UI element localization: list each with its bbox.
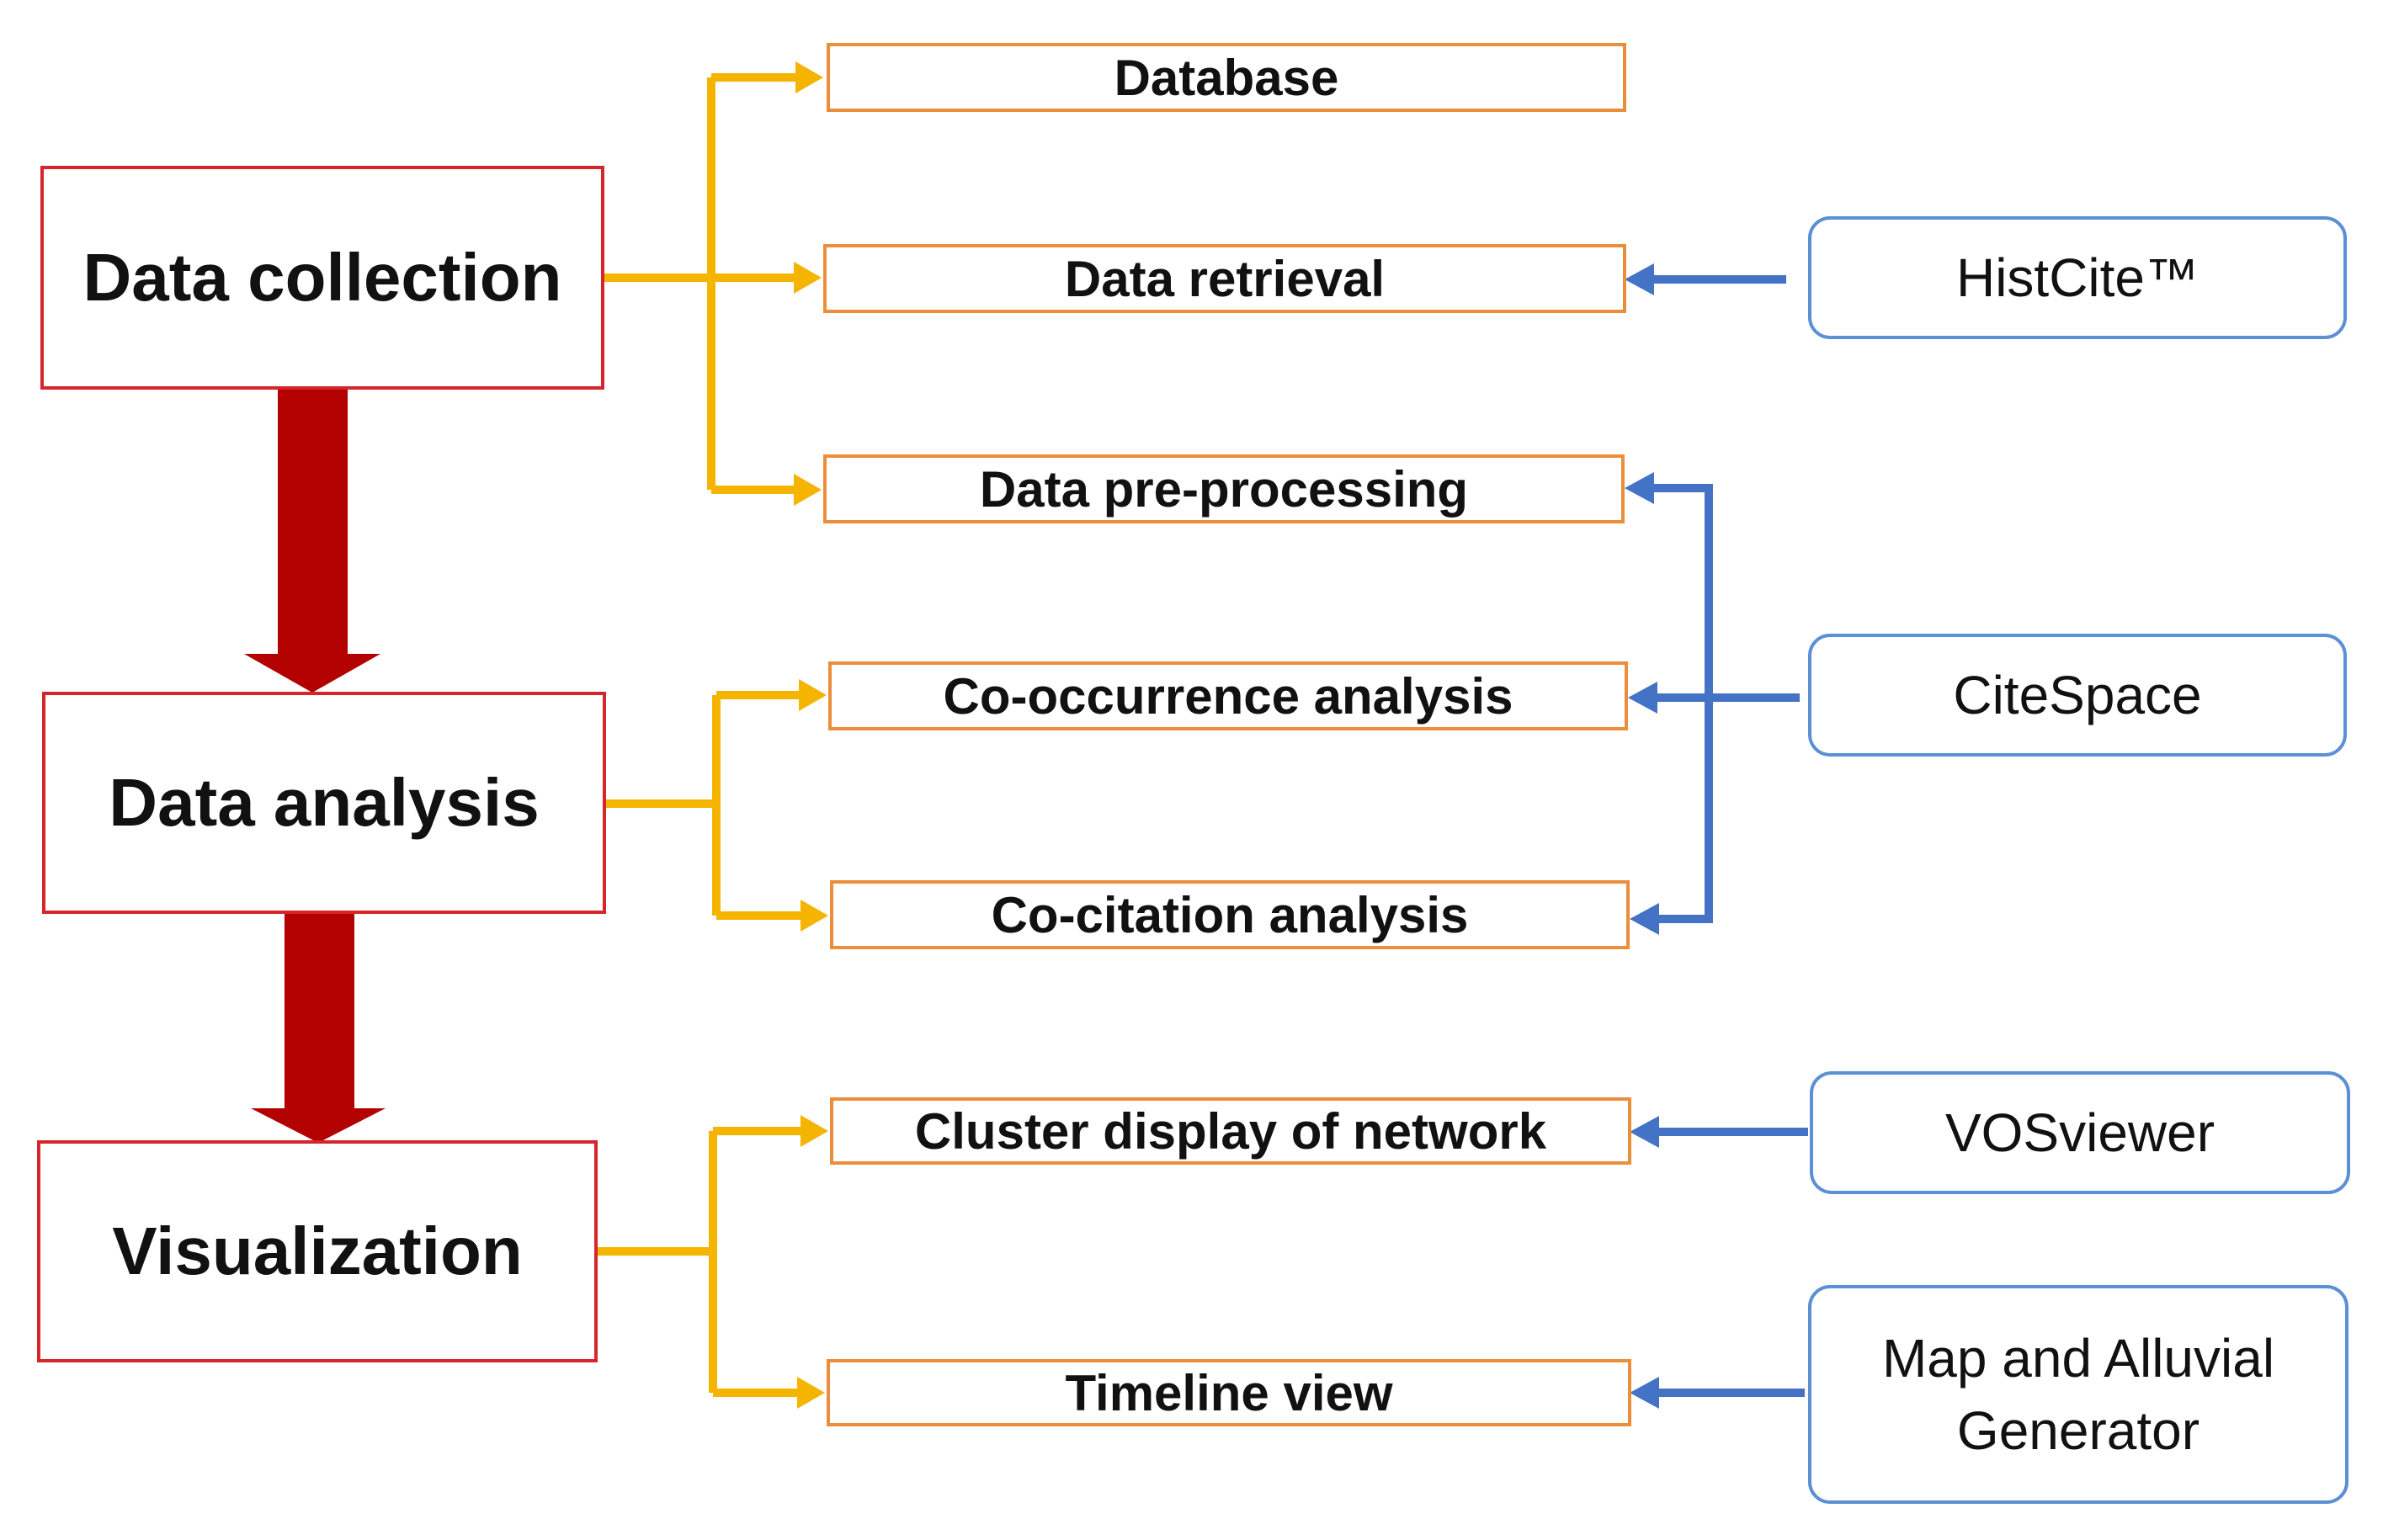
step-co-occurrence-analysis: Co-occurrence analysis — [828, 661, 1628, 730]
step-timeline-view: Timeline view — [827, 1359, 1631, 1426]
step-database: Database — [827, 43, 1626, 112]
collection-to-analysis-arrow — [244, 390, 380, 693]
step-timeline-view-label: Timeline view — [1065, 1364, 1393, 1421]
step-data-preprocessing: Data pre-processing — [823, 454, 1625, 523]
step-cluster-display-label: Cluster display of network — [914, 1102, 1547, 1160]
analysis-arrowheads — [799, 679, 828, 932]
step-database-label: Database — [1114, 49, 1339, 106]
step-co-citation-analysis-label: Co-citation analysis — [991, 886, 1469, 943]
tool-citespace: CiteSpace — [1808, 634, 2347, 757]
stage-data-collection: Data collection — [40, 166, 604, 390]
step-co-citation-analysis: Co-citation analysis — [830, 880, 1630, 949]
tool-arrowheads — [1625, 263, 1659, 1409]
step-data-retrieval-label: Data retrieval — [1064, 250, 1386, 307]
collection-arrowheads — [794, 61, 823, 506]
analysis-connectors — [606, 691, 803, 920]
tool-vosviewer-label: VOSviewer — [1944, 1102, 2215, 1163]
tool-histcite-label: HistCite™ — [1955, 247, 2200, 308]
step-data-preprocessing-label: Data pre-processing — [979, 460, 1469, 518]
tool-map-and-alluvial-line2: Generator — [1956, 1400, 2200, 1461]
visualization-connectors — [598, 1127, 803, 1397]
step-co-occurrence-analysis-label: Co-occurrence analysis — [943, 667, 1513, 725]
visualization-arrowheads — [797, 1115, 828, 1409]
stage-data-analysis: Data analysis — [42, 692, 606, 914]
stage-data-collection-label: Data collection — [82, 240, 562, 315]
tool-map-and-alluvial-generator: Map and Alluvial Generator — [1808, 1285, 2348, 1504]
tool-histcite: HistCite™ — [1808, 216, 2347, 339]
tool-citespace-label: CiteSpace — [1953, 664, 2202, 725]
tool-map-and-alluvial-line1: Map and Alluvial — [1881, 1327, 2275, 1389]
step-data-retrieval: Data retrieval — [823, 244, 1626, 313]
tool-connectors — [1648, 275, 1808, 1397]
stage-visualization-label: Visualization — [112, 1213, 523, 1288]
stage-data-analysis-label: Data analysis — [109, 765, 540, 840]
analysis-to-visualization-arrow — [251, 914, 386, 1143]
step-cluster-display: Cluster display of network — [830, 1097, 1631, 1165]
stage-visualization: Visualization — [37, 1140, 598, 1362]
tool-vosviewer: VOSviewer — [1810, 1071, 2350, 1194]
collection-connectors — [604, 73, 798, 494]
